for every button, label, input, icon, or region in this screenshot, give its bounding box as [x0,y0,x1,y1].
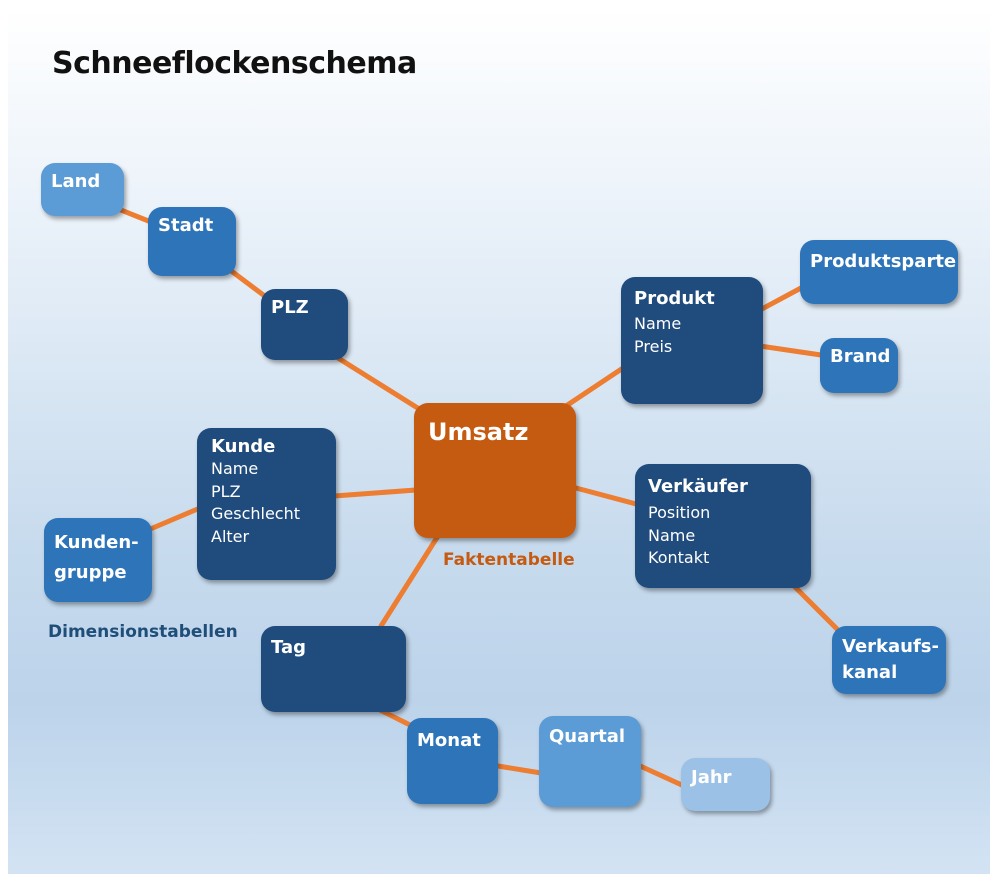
node-name: Produktsparte [810,251,957,272]
node-name: Quartal [549,726,626,747]
node-name-line: gruppe [54,562,127,583]
node-name: Produkt [634,288,715,309]
node-name-line: kanal [842,662,898,683]
node-attribute: Name [211,459,259,478]
node-brand: Brand [820,338,898,393]
link-produkt-produktsparte [757,285,804,313]
node-name-line: Verkaufs- [842,636,939,657]
node-verkaeufer: Verkäufer Position Name Kontakt [635,464,811,588]
node-attribute: Preis [634,336,673,356]
node-plz: PLZ [261,289,348,360]
node-name: Umsatz [428,418,529,446]
node-monat: Monat [407,718,498,804]
dimensions-caption: Dimensionstabellen [48,622,238,642]
node-attribute: Name [634,314,682,333]
node-quartal: Quartal [539,716,641,807]
fact-caption: Faktentabelle [443,550,575,570]
link-produkt-brand [757,343,824,358]
node-name: Tag [271,637,306,658]
node-attribute: Name [648,525,696,545]
link-tag-umsatz [378,533,441,629]
node-jahr: Jahr [681,758,770,811]
node-name: Monat [417,730,481,751]
node-name: Brand [830,346,891,367]
node-attribute: Position [648,503,711,522]
node-name: Land [51,171,101,192]
node-produkt: Produkt Name Preis [621,277,763,404]
node-name: Stadt [158,215,214,236]
link-verkaeufer-verkaufskanal [791,583,841,633]
link-monat-quartal [495,763,544,776]
node-umsatz: Umsatz [414,403,576,538]
link-quartal-jahr [635,762,687,789]
link-kunde-umsatz [331,487,419,499]
node-attribute: Geschlecht [211,504,301,523]
diagram-title: Schneeflockenschema [52,46,417,81]
link-verkaeufer-umsatz [573,485,639,507]
diagram-canvas: Schneeflockenschema Land Stadt PLZ Kunde… [8,8,990,874]
link-kundengruppe-kunde [145,505,203,533]
node-name-line: Kunden- [54,532,139,553]
node-stadt: Stadt [148,207,236,276]
link-produkt-umsatz [560,365,626,411]
node-kundengruppe: Kunden- gruppe [44,518,152,602]
node-produktsparte: Produktsparte [800,240,958,304]
node-name: Verkäufer [648,476,748,497]
node-attribute: PLZ [211,481,241,501]
link-plz-umsatz [335,355,427,415]
node-tag: Tag [261,626,406,712]
node-name: PLZ [271,297,309,318]
node-kunde: Kunde Name PLZ Geschlecht Alter [197,428,336,580]
node-name: Kunde [211,436,276,457]
node-verkaufskanal: Verkaufs- kanal [832,626,946,694]
node-name: Jahr [691,767,732,788]
node-attribute: Kontakt [648,548,710,567]
node-land: Land [41,163,124,216]
node-attribute: Alter [211,526,250,546]
